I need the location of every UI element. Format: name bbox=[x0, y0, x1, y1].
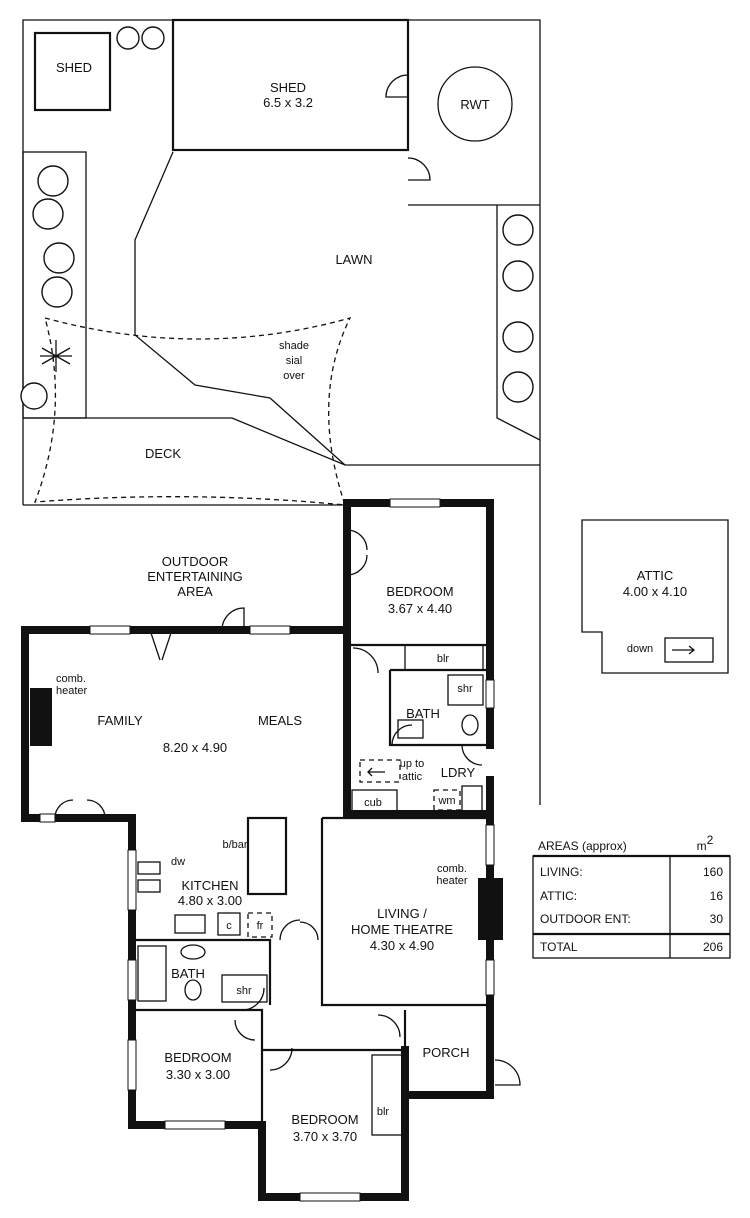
bbar-label: b/bar bbox=[222, 839, 247, 851]
shade-label-1: shade bbox=[279, 340, 309, 352]
small-shed: SHED bbox=[33, 31, 112, 112]
fixtures bbox=[30, 644, 503, 1136]
kitchen-dims: 4.80 x 3.00 bbox=[178, 893, 242, 908]
comb-heater2-label-2: heater bbox=[436, 875, 468, 887]
shade-label-3: over bbox=[283, 370, 305, 382]
windows bbox=[39, 498, 495, 1202]
window bbox=[39, 813, 56, 823]
shade-sail-outline bbox=[34, 316, 352, 506]
areas-row-living-label: LIVING: bbox=[540, 865, 583, 879]
comb-heater2-label-1: comb. bbox=[437, 863, 467, 875]
cub-label: cub bbox=[364, 797, 382, 809]
arrow-right-icon bbox=[672, 645, 696, 655]
areas-row-outdoor-label: OUTDOOR ENT: bbox=[540, 912, 631, 926]
large-shed: SHED 6.5 x 3.2 bbox=[171, 18, 431, 181]
blr1-label: blr bbox=[437, 653, 450, 665]
up-to-label: up to bbox=[400, 758, 424, 770]
blr3-label: blr bbox=[377, 1106, 390, 1118]
window bbox=[127, 1039, 137, 1091]
areas-unit-m: m bbox=[697, 839, 707, 853]
large-shed-dims: 6.5 x 3.2 bbox=[263, 95, 313, 110]
window bbox=[127, 959, 137, 1001]
rainwater-tank: RWT bbox=[437, 66, 513, 142]
window bbox=[299, 1192, 361, 1202]
bath1-label: BATH bbox=[406, 706, 440, 721]
window bbox=[485, 824, 495, 866]
window bbox=[485, 959, 495, 996]
living-label-1: LIVING / bbox=[377, 906, 427, 921]
areas-row-living-value: 160 bbox=[703, 865, 723, 879]
window bbox=[485, 679, 495, 709]
outdoor-label-3: AREA bbox=[177, 584, 213, 599]
tree-icon bbox=[116, 26, 140, 50]
family-label: FAMILY bbox=[97, 713, 143, 728]
outdoor-label-2: ENTERTAINING bbox=[147, 569, 243, 584]
cooktop-label: c bbox=[226, 920, 232, 932]
attic-stair-label: attic bbox=[402, 771, 423, 783]
living-dims: 4.30 x 4.90 bbox=[370, 938, 434, 953]
lawn-label: LAWN bbox=[335, 252, 372, 267]
tree-icon bbox=[43, 242, 75, 274]
tree-icon bbox=[141, 26, 165, 50]
doors bbox=[54, 529, 521, 1086]
areas-row-attic-value: 16 bbox=[710, 889, 724, 903]
living-label-2: HOME THEATRE bbox=[351, 922, 453, 937]
attic-down-label: down bbox=[627, 643, 653, 655]
tree-icon bbox=[37, 165, 69, 197]
comb-heater1-label-1: comb. bbox=[56, 673, 86, 685]
small-shed-label: SHED bbox=[56, 60, 92, 75]
window bbox=[164, 1120, 226, 1130]
tree-icon bbox=[41, 276, 73, 308]
dw-label: dw bbox=[171, 856, 185, 868]
areas-row-outdoor-value: 30 bbox=[710, 912, 724, 926]
areas-total-value: 206 bbox=[703, 940, 723, 954]
tree-icon bbox=[20, 382, 48, 410]
window bbox=[389, 498, 441, 508]
wm-label: wm bbox=[437, 795, 455, 807]
outdoor-label-1: OUTDOOR bbox=[162, 554, 228, 569]
palm-icon bbox=[40, 340, 72, 372]
attic-name: ATTIC bbox=[637, 568, 674, 583]
bedroom1-dims: 3.67 x 4.40 bbox=[388, 601, 452, 616]
areas-unit: m2 bbox=[697, 833, 714, 853]
bedroom2-name: BEDROOM bbox=[164, 1050, 231, 1065]
window bbox=[249, 625, 291, 635]
shr1-label: shr bbox=[457, 683, 473, 695]
tree-icons bbox=[20, 26, 534, 410]
kitchen-name: KITCHEN bbox=[181, 878, 238, 893]
areas-row-attic-label: ATTIC: bbox=[540, 889, 577, 903]
rwt-label: RWT bbox=[460, 97, 489, 112]
tree-icon bbox=[502, 214, 534, 246]
areas-total-label: TOTAL bbox=[540, 940, 578, 954]
bedroom1-name: BEDROOM bbox=[386, 584, 453, 599]
shr2-label: shr bbox=[236, 985, 252, 997]
porch-label: PORCH bbox=[423, 1045, 470, 1060]
tree-icon bbox=[502, 260, 534, 292]
ldry-label: LDRY bbox=[441, 765, 476, 780]
areas-title: AREAS (approx) bbox=[538, 839, 627, 853]
areas-unit-sup: 2 bbox=[707, 833, 714, 847]
tree-icon bbox=[502, 371, 534, 403]
attic-dims: 4.00 x 4.10 bbox=[623, 584, 687, 599]
comb-heater1-label-2: heater bbox=[56, 685, 88, 697]
window bbox=[89, 625, 131, 635]
tree-icon bbox=[32, 198, 64, 230]
shade-label-2: sial bbox=[286, 355, 303, 367]
bedroom3-name: BEDROOM bbox=[291, 1112, 358, 1127]
window bbox=[127, 849, 137, 911]
large-shed-name: SHED bbox=[270, 80, 306, 95]
fridge-label: fr bbox=[257, 920, 264, 932]
areas-table: AREAS (approx) m2 LIVING: 160 ATTIC: 16 … bbox=[532, 833, 731, 959]
bath2-label: BATH bbox=[171, 966, 205, 981]
meals-label: MEALS bbox=[258, 713, 302, 728]
bedroom3-dims: 3.70 x 3.70 bbox=[293, 1129, 357, 1144]
bedroom2-dims: 3.30 x 3.00 bbox=[166, 1067, 230, 1082]
family-dims: 8.20 x 4.90 bbox=[163, 740, 227, 755]
tree-icon bbox=[502, 321, 534, 353]
deck-label: DECK bbox=[145, 446, 181, 461]
attic-plan: ATTIC 4.00 x 4.10 down bbox=[581, 519, 729, 674]
